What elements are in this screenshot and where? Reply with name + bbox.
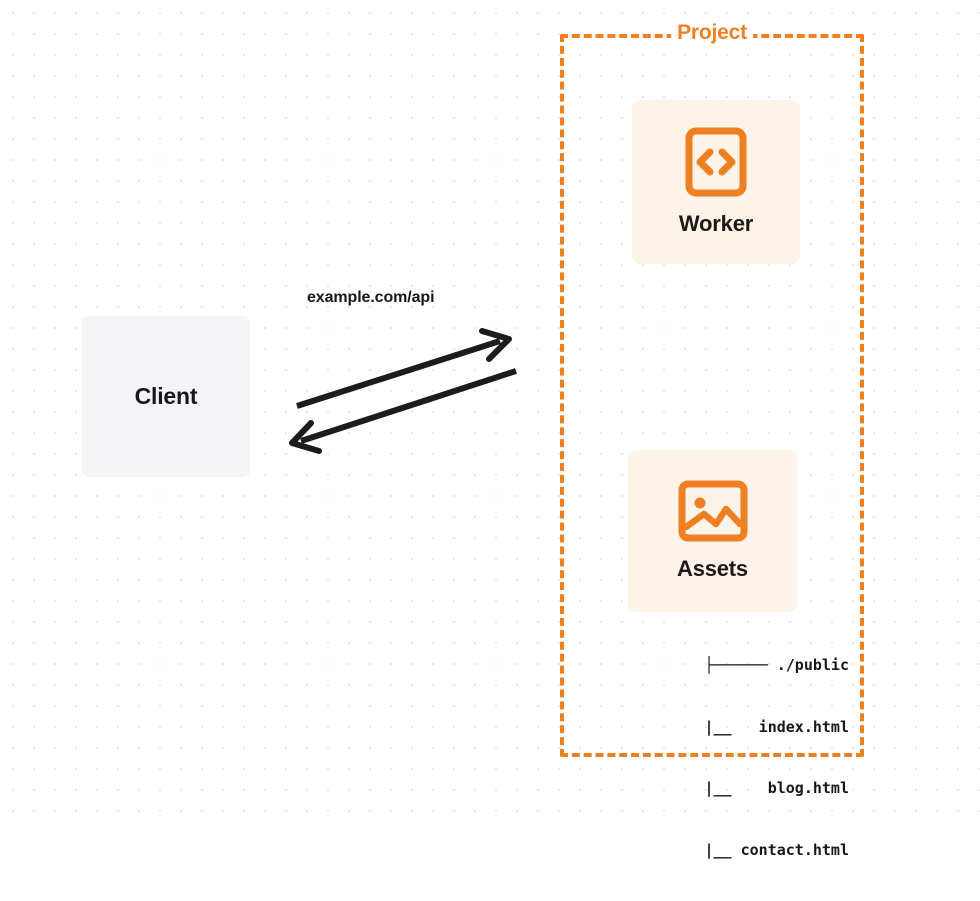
file-tree-row: ├────── ./public [704, 656, 850, 674]
image-icon [678, 480, 748, 542]
diagram-canvas: Client example.com/api Project [0, 0, 980, 859]
file-tree-row: |__ index.html [650, 717, 849, 736]
file-tree-row: |__ blog.html [650, 779, 849, 797]
client-node[interactable]: Client [82, 316, 250, 477]
outbound-arrow-icon [296, 328, 512, 409]
file-tree-row: |__ contact.html [650, 840, 849, 859]
client-node-label: Client [134, 383, 198, 409]
assets-node-label: Assets [677, 556, 748, 581]
project-title: Project [671, 20, 753, 46]
inbound-arrow-icon [289, 368, 517, 454]
assets-node[interactable]: Assets [628, 450, 797, 612]
worker-node[interactable]: Worker [632, 100, 800, 264]
project-group: Project Worker Assets [560, 20, 864, 859]
code-brackets-icon [685, 127, 747, 197]
worker-node-label: Worker [678, 211, 754, 236]
assets-file-tree: ├────── ./public |__ index.html |__ blog… [605, 614, 850, 901]
connection-label: example.com/api [307, 289, 435, 306]
